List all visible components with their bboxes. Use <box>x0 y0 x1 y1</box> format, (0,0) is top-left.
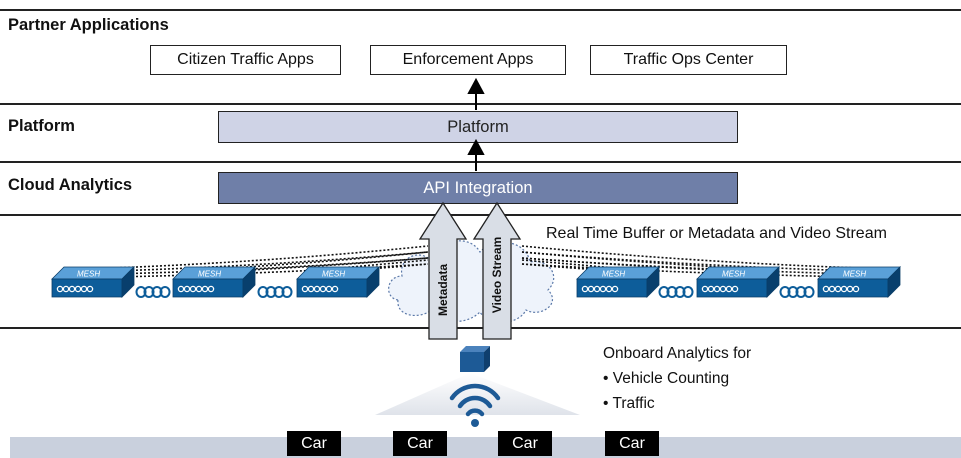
mesh-device: MESH <box>817 266 901 298</box>
mesh-device: MESH <box>296 266 380 298</box>
wifi-icon <box>449 383 501 417</box>
mesh-label-text: MESH <box>722 270 745 279</box>
car-label: Car <box>393 431 447 456</box>
metadata-arrow <box>418 201 468 340</box>
section-label-partner-applications: Partner Applications <box>8 16 169 34</box>
video-stream-arrow <box>472 201 522 340</box>
mesh-device: MESH <box>172 266 256 298</box>
video-stream-arrow-label: Video Stream <box>490 236 504 314</box>
mesh-label-text: MESH <box>843 270 866 279</box>
car-label: Car <box>498 431 552 456</box>
app-box-citizen-traffic: Citizen Traffic Apps <box>150 45 341 75</box>
mesh-label-text: MESH <box>602 270 625 279</box>
mesh-device: MESH <box>696 266 780 298</box>
road <box>10 437 961 458</box>
car-label: Car <box>287 431 341 456</box>
mesh-device: MESH <box>576 266 660 298</box>
arrow-api-to-platform <box>467 138 485 171</box>
separator-line <box>0 161 961 163</box>
separator-line <box>0 214 961 216</box>
app-box-traffic-ops-center: Traffic Ops Center <box>590 45 787 75</box>
platform-bar: Platform <box>218 111 738 143</box>
onboard-item-vehicle-counting: • Vehicle Counting <box>603 370 730 387</box>
section-label-platform: Platform <box>8 117 75 135</box>
arrow-platform-to-apps <box>467 77 485 110</box>
mesh-chain <box>257 286 293 298</box>
mesh-chain <box>658 286 694 298</box>
onboard-item-traffic: • Traffic <box>603 395 655 412</box>
wifi-dot <box>471 419 479 427</box>
mesh-chain <box>135 286 171 298</box>
separator-line <box>0 103 961 105</box>
onboard-device-icon <box>460 346 490 372</box>
car-label: Car <box>605 431 659 456</box>
stream-caption: Real Time Buffer or Metadata and Video S… <box>546 225 887 242</box>
mesh-label-text: MESH <box>322 270 345 279</box>
mesh-device: MESH <box>51 266 135 298</box>
separator-line <box>0 327 961 329</box>
metadata-arrow-label: Metadata <box>436 263 450 317</box>
section-label-cloud-analytics: Cloud Analytics <box>8 176 133 194</box>
onboard-title: Onboard Analytics for <box>603 345 752 362</box>
api-integration-bar: API Integration <box>218 172 738 204</box>
mesh-label-text: MESH <box>198 270 221 279</box>
mesh-label-text: MESH <box>77 270 100 279</box>
separator-line <box>0 9 961 11</box>
mesh-chain <box>779 286 815 298</box>
app-box-enforcement: Enforcement Apps <box>370 45 566 75</box>
signal-spread <box>375 373 580 415</box>
